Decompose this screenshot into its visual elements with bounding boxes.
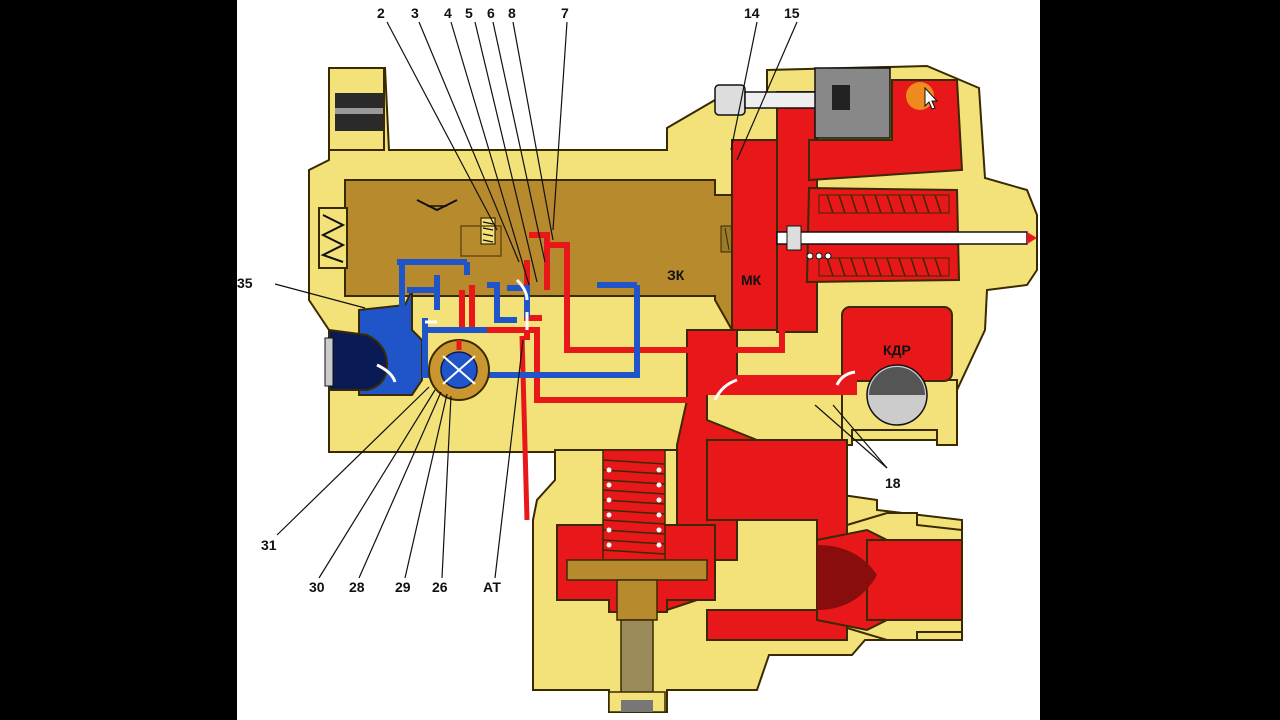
- callout-28: 28: [349, 579, 365, 595]
- label-mk: МК: [741, 272, 762, 288]
- callout-18: 18: [885, 475, 901, 491]
- diagram-canvas: ЗК МК КДР: [237, 0, 1040, 720]
- top-bolt: [714, 67, 891, 139]
- chamber-labels: ЗК МК КДР: [667, 267, 911, 358]
- callout-at: АТ: [483, 579, 501, 595]
- callout-8: 8: [508, 5, 516, 21]
- exhaust-passage: [324, 259, 640, 396]
- callout-15: 15: [784, 5, 800, 21]
- rotary-valve-26: [428, 339, 490, 401]
- callout-labels: 2 3 4 5 6 8 7 14 15 35 18 31 30 28 29 26…: [237, 5, 901, 595]
- callout-26: 26: [432, 579, 448, 595]
- mouse-cursor-icon: [906, 82, 939, 110]
- callout-4: 4: [444, 5, 452, 21]
- callout-7: 7: [561, 5, 569, 21]
- relay-spring: [566, 449, 708, 713]
- flow-arrows: [376, 278, 856, 401]
- label-zk: ЗК: [667, 267, 685, 283]
- callout-3: 3: [411, 5, 419, 21]
- callout-30: 30: [309, 579, 325, 595]
- label-kdr: КДР: [883, 342, 911, 358]
- leader-lines: [274, 21, 888, 579]
- callout-35: 35: [237, 275, 253, 291]
- callout-14: 14: [744, 5, 760, 21]
- piston-assembly: [318, 147, 768, 331]
- brake-valve-diagram: ЗК МК КДР: [237, 5, 1038, 713]
- callout-5: 5: [465, 5, 473, 21]
- callout-29: 29: [395, 579, 411, 595]
- callout-31: 31: [261, 537, 277, 553]
- check-ball: [866, 364, 928, 426]
- callout-6: 6: [487, 5, 495, 21]
- main-spring: [776, 194, 1037, 277]
- callout-2: 2: [377, 5, 385, 21]
